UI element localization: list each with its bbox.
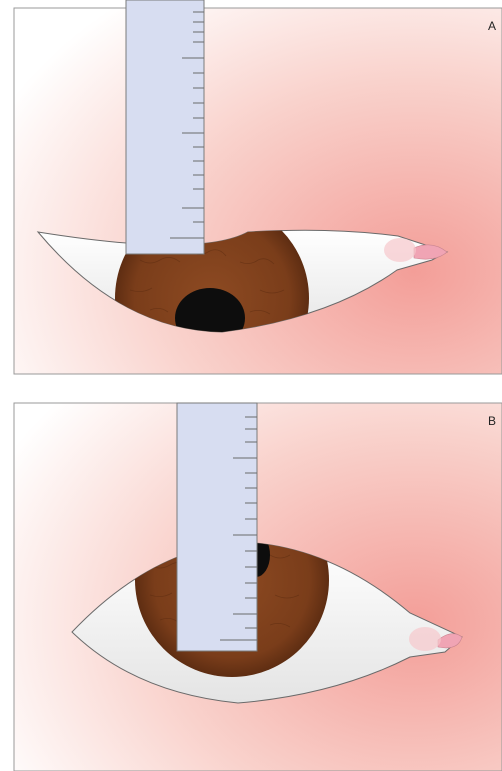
panel-a: A [0,0,502,380]
panel-b: B [0,395,502,771]
panel-a-label: A [488,19,496,33]
ruler-icon [126,0,204,254]
panel-b-label: B [488,414,496,428]
eye-a-corner-blush [384,238,416,262]
ruler-b [177,403,257,651]
eye-b-corner-blush [409,627,441,651]
ruler-a [126,0,204,254]
